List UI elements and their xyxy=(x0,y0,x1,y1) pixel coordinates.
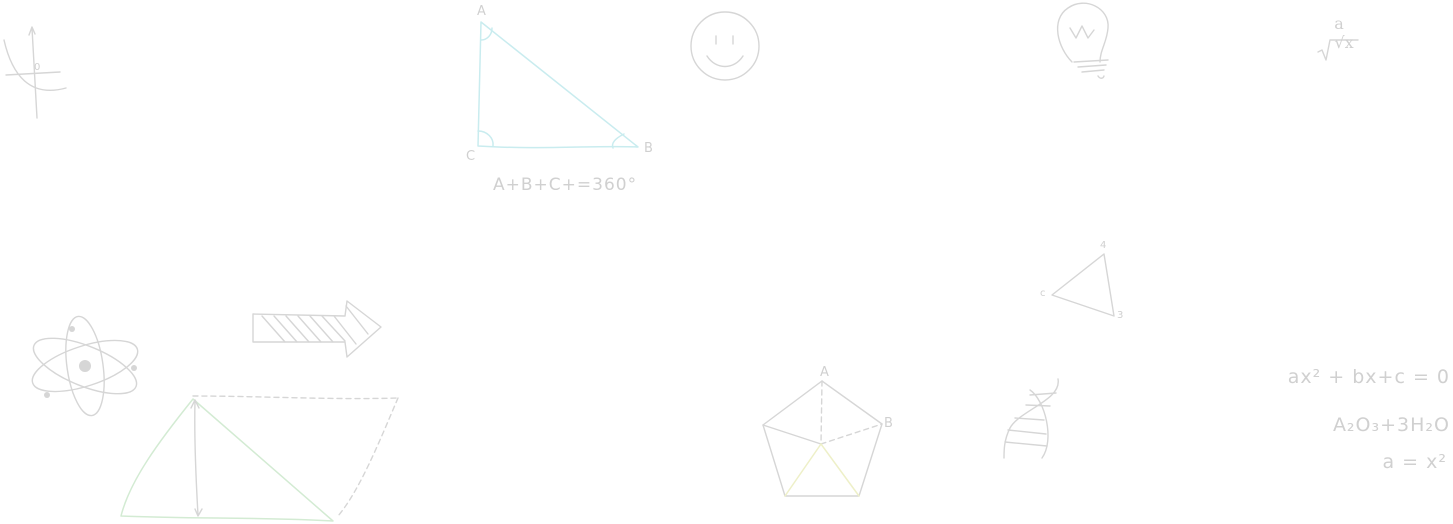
graph-icon xyxy=(3,26,67,119)
chemical-equation: A₂O₃+3H₂O xyxy=(1332,414,1450,436)
triangle-label-a: A xyxy=(477,4,486,19)
fraction-numerator: a xyxy=(1334,14,1344,33)
pentagon-icon xyxy=(762,380,883,497)
fraction-denominator: √x xyxy=(1334,33,1354,52)
pentagon-label-a: A xyxy=(820,365,829,380)
dna-icon xyxy=(1003,378,1059,459)
arrow-icon xyxy=(252,300,382,358)
atom-icon xyxy=(31,315,139,417)
parallelogram-icon xyxy=(120,395,399,522)
triangle-icon xyxy=(477,21,639,149)
power-equation: a = x² xyxy=(1382,451,1447,473)
triangle-label-c: C xyxy=(466,149,476,164)
triangle-label-b: B xyxy=(644,141,653,156)
quadratic-equation: ax² + bx+c = 0 xyxy=(1287,366,1450,388)
pentagon-label-b: B xyxy=(884,416,893,431)
small-triangle-label-top: 4 xyxy=(1100,240,1107,251)
smiley-icon xyxy=(690,11,760,81)
fraction-root-icon xyxy=(1317,39,1359,61)
lightbulb-icon xyxy=(1056,2,1109,79)
small-triangle-icon xyxy=(1051,253,1115,317)
small-triangle-label-left: c xyxy=(1040,288,1046,299)
angle-sum-equation: A+B+C+=360° xyxy=(493,175,638,195)
graph-origin-label: 0 xyxy=(34,62,41,73)
fraction-formula: a √x xyxy=(1318,14,1360,52)
small-triangle-label-right: 3 xyxy=(1117,310,1124,321)
